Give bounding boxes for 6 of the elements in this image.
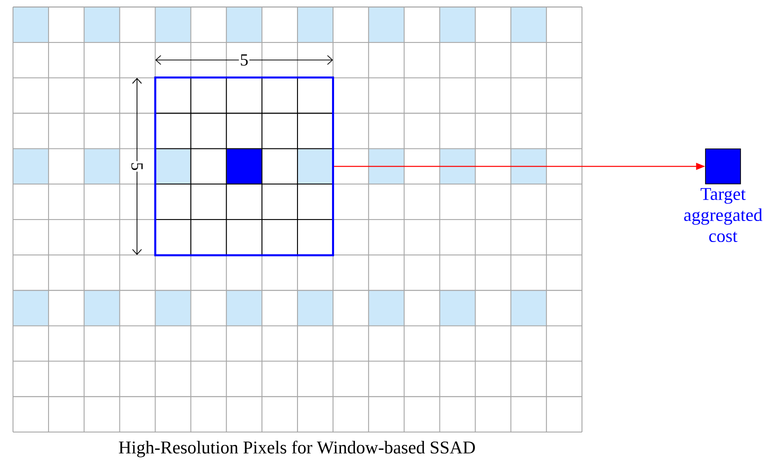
dimension-label: 5 — [238, 53, 250, 67]
caption: High-Resolution Pixels for Window-based SSAD — [118, 440, 475, 458]
node-label: Target aggregated cost — [684, 188, 762, 242]
window-box — [154, 76, 334, 256]
target-square: Target aggregated cost — [684, 148, 762, 242]
dimension-label: 5 — [130, 161, 144, 172]
